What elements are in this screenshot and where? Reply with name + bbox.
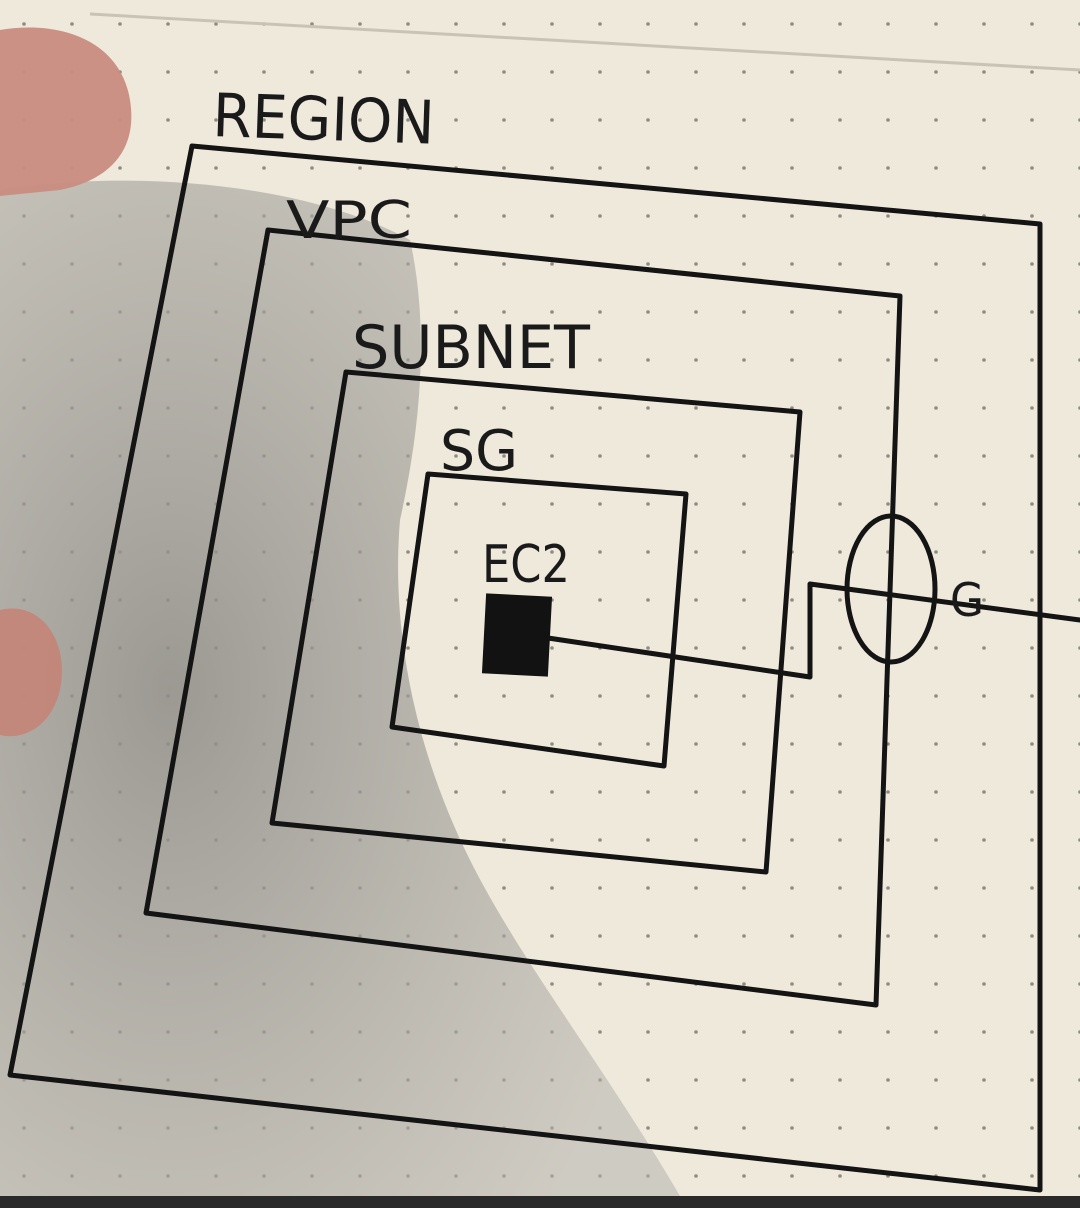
vpc-label: VPC <box>286 191 412 251</box>
bottom-bar <box>0 1196 1080 1208</box>
gateway-label: G <box>950 573 984 627</box>
vpc-box <box>143 227 903 1008</box>
sg-label: SG <box>440 419 518 484</box>
filled-square-icon <box>481 593 553 677</box>
subnet-box <box>269 369 803 875</box>
finger-lower <box>0 608 62 737</box>
circle-gateway-icon <box>844 513 938 665</box>
region-label: REGION <box>211 81 435 159</box>
hand-shadow <box>0 180 680 1196</box>
page-edge <box>89 12 1080 72</box>
connection-line <box>545 581 1080 680</box>
finger <box>0 27 132 197</box>
ec2-label: EC2 <box>482 535 570 595</box>
region-box <box>7 143 1043 1193</box>
sg-box <box>389 471 689 769</box>
subnet-label: SUBNET <box>352 313 590 383</box>
